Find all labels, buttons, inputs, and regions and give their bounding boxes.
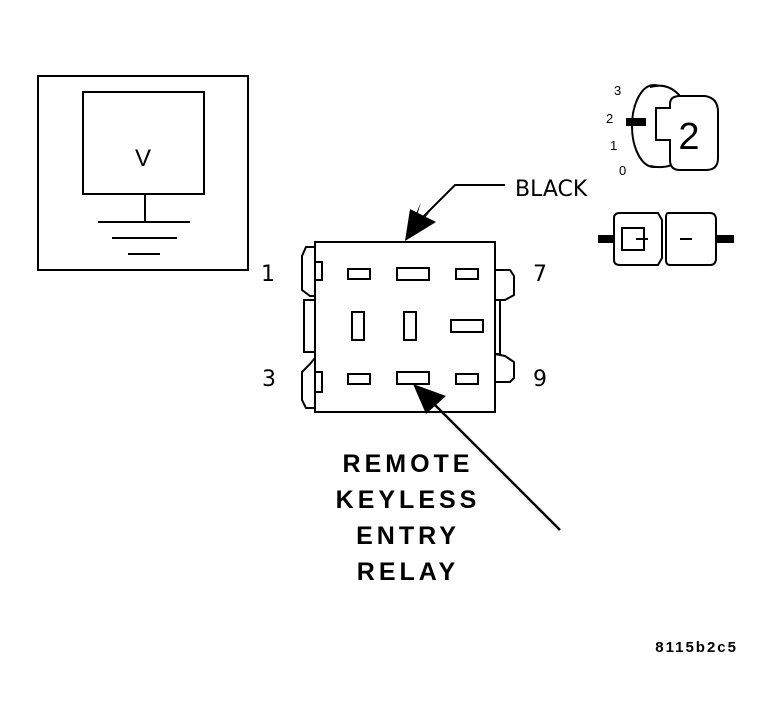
pin-label-7: 7 (533, 262, 547, 287)
caption-line-2: KEYLESS (336, 486, 481, 514)
voltmeter-frame (37, 75, 249, 271)
pin-labels: 1 7 3 9 (261, 262, 547, 392)
figure-id: 8115b2c5 (655, 639, 738, 656)
relay-leader-line (429, 399, 561, 531)
pin-cavity (347, 268, 371, 280)
color-callout: BLACK (405, 177, 588, 241)
ignition-position-0: 0 (619, 163, 626, 178)
caption-line-1: REMOTE (343, 450, 474, 478)
ground-icon (98, 194, 190, 255)
pin-label-3: 3 (262, 367, 276, 392)
pin-label-9: 9 (533, 367, 547, 392)
connector-side-view-icon (598, 212, 734, 266)
pin-cavity (396, 371, 430, 385)
ignition-position-3: 3 (614, 83, 621, 98)
ignition-key-number: 2 (678, 116, 699, 158)
voltmeter-display (82, 91, 205, 195)
pin-label-1: 1 (261, 262, 275, 287)
caption-line-4: RELAY (357, 558, 459, 586)
caption-line-3: ENTRY (356, 522, 460, 550)
pin-cavity (396, 267, 430, 281)
pin-cavity (450, 319, 484, 333)
relay-arrowhead (413, 384, 446, 414)
relay-caption: REMOTE KEYLESS ENTRY RELAY (336, 450, 481, 586)
relay-connector (301, 241, 515, 413)
pin-cavity (455, 373, 479, 385)
ignition-position-2: 2 (606, 111, 613, 126)
relay-callout (413, 384, 561, 531)
color-leader-line (417, 184, 505, 223)
connector-color-label: BLACK (515, 177, 588, 202)
voltmeter-symbol: V (37, 75, 249, 271)
pin-cavity (455, 268, 479, 280)
voltmeter-label: V (135, 145, 151, 172)
ignition-position-1: 1 (610, 138, 617, 153)
ignition-position-labels: 3 2 1 0 (606, 83, 626, 178)
ignition-key-icon (655, 95, 719, 171)
pin-cavity (351, 311, 365, 341)
pin-cavity (403, 311, 417, 341)
pin-cavity (347, 373, 371, 385)
